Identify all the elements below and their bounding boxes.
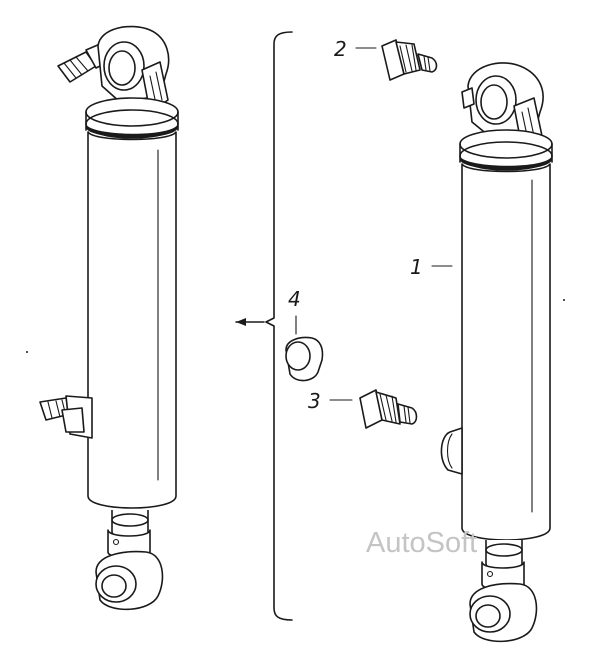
callout-1: 1: [410, 255, 423, 279]
left-top-eye: [97, 25, 170, 113]
part-3-fitting: [359, 389, 418, 429]
right-side-boss: [440, 427, 463, 475]
left-cylinder-assembly: [39, 25, 179, 611]
speck: [26, 351, 28, 353]
pointer-arrow: [235, 318, 265, 326]
right-top-eye: [461, 62, 544, 149]
part-2-fitting: [381, 39, 438, 81]
right-cylinder-body: [461, 163, 551, 541]
right-cylinder-assembly: [440, 62, 553, 643]
callout-2: 2: [334, 37, 347, 61]
speck: [563, 299, 565, 301]
left-side-fitting: [39, 395, 93, 439]
callout-3: 3: [308, 389, 321, 413]
callout-4: 4: [288, 287, 301, 311]
kit-bracket: [265, 31, 293, 621]
left-cylinder-body: [87, 131, 177, 509]
left-top-cap: [85, 97, 179, 139]
right-top-cap: [459, 129, 553, 171]
right-rod-end: [469, 540, 538, 643]
watermark-text: AutoSoft: [366, 527, 477, 559]
part-4-cap: [285, 336, 324, 382]
left-rod-end: [95, 510, 164, 611]
